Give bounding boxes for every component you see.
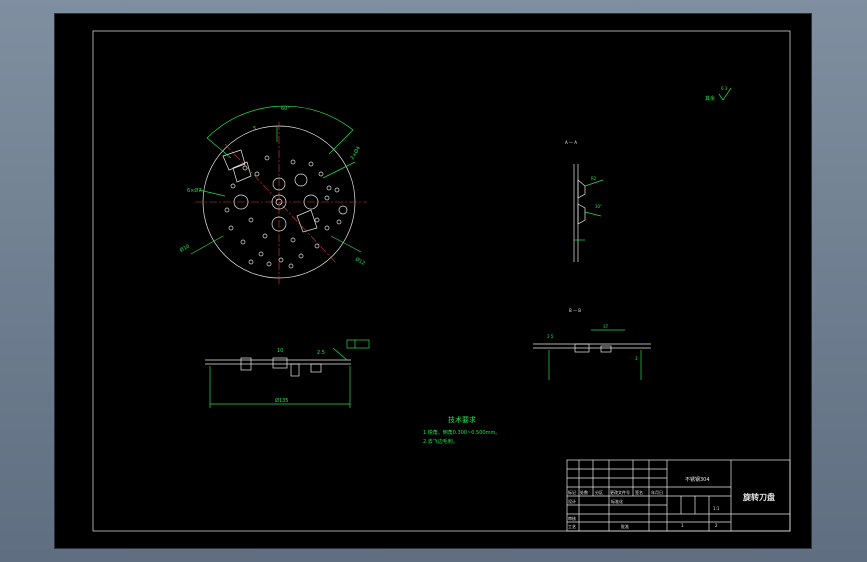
- scale-cell: 1:1: [713, 506, 720, 511]
- sheet-cell: 1: [681, 523, 684, 528]
- svg-text:2×Ø4: 2×Ø4: [349, 145, 362, 161]
- cell-approve: 批准: [621, 523, 629, 529]
- svg-text:R2: R2: [591, 176, 597, 181]
- dim-overall: Ø135: [275, 397, 288, 404]
- dim-thickness: 2.5: [547, 334, 554, 339]
- cell-zone: 分区: [595, 489, 603, 495]
- roughness-value: 6.3: [721, 86, 728, 91]
- svg-text:5: 5: [253, 126, 256, 132]
- roughness-symbol: 其余 6.3: [705, 86, 732, 102]
- drawing-canvas: 5 60° 2×Ø4 6×Ø7 Ø10 Ø12 Ø135: [92, 30, 791, 532]
- cell-mark: 标记: [568, 489, 576, 495]
- material-cell: 不锈钢304: [685, 476, 710, 483]
- svg-text:Ø10: Ø10: [179, 243, 191, 254]
- svg-text:6×Ø7: 6×Ø7: [187, 187, 202, 194]
- svg-text:Ø12: Ø12: [354, 256, 366, 267]
- cell-process: 工艺: [568, 524, 576, 529]
- tech-line-1: 1.锐角，倒角0.300~0.500mm。: [423, 429, 500, 436]
- plan-view: 5 60° 2×Ø4 6×Ø7 Ø10 Ø12: [179, 105, 367, 284]
- sheet-total-cell: 2: [715, 523, 718, 528]
- cell-count: 处数: [580, 489, 588, 495]
- dim-width: 37: [603, 324, 609, 329]
- cell-design: 设计: [568, 498, 576, 504]
- cell-change-doc: 更改文件号: [610, 489, 630, 495]
- cell-check: 审核: [568, 515, 576, 521]
- svg-text:60°: 60°: [281, 106, 290, 112]
- cell-standard: 标准化: [611, 498, 623, 504]
- cell-date: 年月日: [651, 489, 663, 495]
- svg-text:2.5: 2.5: [317, 350, 325, 356]
- dim-slot: 3: [635, 356, 638, 361]
- section-aa-view: A — A R2 30°: [565, 140, 604, 262]
- inner-border: [92, 30, 791, 532]
- front-section-view: Ø135 2.5 10: [205, 339, 370, 408]
- section-bb-view: B — B 37 2.5 3: [533, 308, 651, 380]
- section-a-label: A — A: [565, 140, 577, 145]
- section-b-label: B — B: [569, 308, 581, 313]
- svg-text:30°: 30°: [595, 204, 602, 209]
- cell-sign: 签名: [635, 489, 643, 495]
- roughness-note: 其余: [705, 95, 715, 102]
- title-block: 不锈钢304 旋转刀盘 1:1 1 2 标记 处数 分区 更改文件号 签名 年月…: [566, 459, 791, 532]
- tech-requirements: 技术要求 1.锐角，倒角0.300~0.500mm。 2.去飞边毛刺。: [423, 415, 500, 445]
- drawing-sheet: 5 60° 2×Ø4 6×Ø7 Ø10 Ø12 Ø135: [55, 14, 811, 548]
- tech-line-2: 2.去飞边毛刺。: [423, 438, 458, 445]
- tech-title: 技术要求: [448, 415, 476, 424]
- svg-text:10: 10: [277, 348, 283, 354]
- part-name: 旋转刀盘: [742, 492, 775, 502]
